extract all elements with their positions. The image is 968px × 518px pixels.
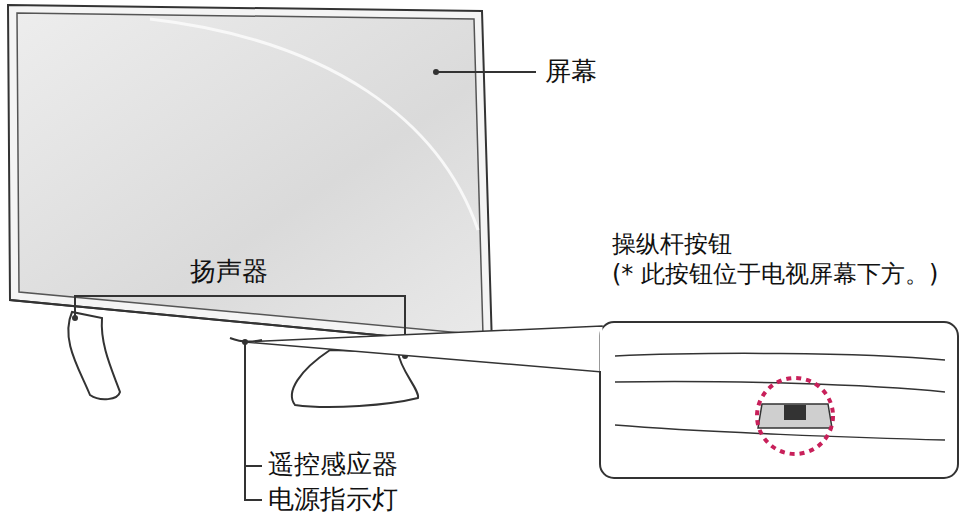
callout-pointer [245, 326, 602, 372]
callout-join [600, 327, 603, 371]
leader-line [245, 342, 262, 500]
joystick-button [784, 405, 806, 420]
inset-edge [615, 353, 945, 360]
stand-leg [68, 312, 120, 399]
part-label: 电源指示灯 [268, 484, 398, 515]
tv-frame [8, 5, 492, 346]
joystick-housing [758, 404, 832, 428]
highlight-circle [757, 378, 833, 454]
part-label: 操纵杆按钮 [612, 230, 732, 259]
stand-foot [292, 350, 418, 407]
tv-screen [17, 13, 483, 335]
callout-box [600, 322, 958, 478]
note-label: (* 此按钮位于电视屏幕下方。) [612, 260, 962, 289]
screen-reflection [150, 19, 478, 230]
part-label: 扬声器 [190, 256, 268, 287]
leader-dot [72, 315, 78, 321]
leader-line [245, 465, 262, 467]
part-label: 遥控感应器 [268, 449, 398, 480]
part-label: 屏幕 [545, 56, 597, 87]
leader-line [436, 71, 536, 73]
